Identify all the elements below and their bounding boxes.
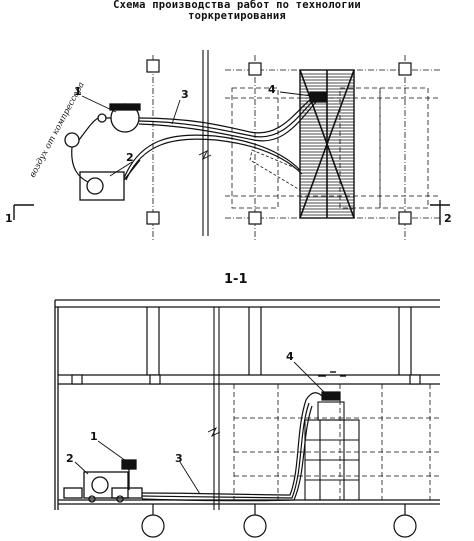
section-hoses: [141, 392, 323, 502]
plan-columns: [146, 59, 412, 225]
section-wall: [207, 307, 221, 510]
section-formwork: [233, 384, 440, 500]
plan-air-inlet: [64, 132, 80, 148]
plan-callout-2: 2: [126, 151, 134, 164]
title-line-1: Схема производства работ по технологии: [113, 0, 361, 11]
plan-compressor-2: [79, 159, 141, 201]
plan-section-mark-left: 1: [5, 212, 13, 225]
section-scaffold: [304, 401, 360, 501]
section-compressor-2: [63, 471, 129, 503]
plan-nozzle: [309, 91, 327, 103]
title-line-2: торкретирования: [188, 10, 286, 22]
plan-air-note: воздух от компрессора: [28, 80, 87, 179]
section-callout-2: 2: [66, 452, 74, 465]
plan-section-marks: [13, 200, 450, 225]
section-label: 1-1: [224, 272, 248, 287]
section-beam: [58, 374, 440, 385]
plan-hoses: [71, 97, 317, 183]
plan-spray-zone: [249, 149, 301, 191]
plan-sprayed-panel: [299, 69, 355, 219]
section-axis-markers: [141, 504, 417, 538]
plan-machine-1: [97, 103, 141, 133]
section-ground: [58, 499, 440, 505]
section-columns: [146, 307, 412, 375]
section-callout-4: 4: [286, 350, 294, 363]
section-view: [54, 299, 440, 538]
plan-callout-4: 4: [268, 83, 276, 96]
section-callout-1: 1: [90, 430, 98, 443]
plan-grid-lines: [152, 55, 440, 240]
section-machine-1: [111, 459, 143, 499]
section-leaders: [74, 361, 325, 495]
plan-leaders: [81, 91, 313, 177]
plan-callout-1: 1: [74, 85, 82, 98]
section-roof: [54, 299, 440, 510]
plan-wall: [198, 50, 212, 236]
section-callout-3: 3: [175, 452, 183, 465]
diagram-title: Схема производства работ по технологии т…: [0, 0, 474, 22]
plan-view: [13, 50, 450, 240]
plan-callout-3: 3: [181, 88, 189, 101]
plan-section-mark-right: 2: [444, 212, 452, 225]
